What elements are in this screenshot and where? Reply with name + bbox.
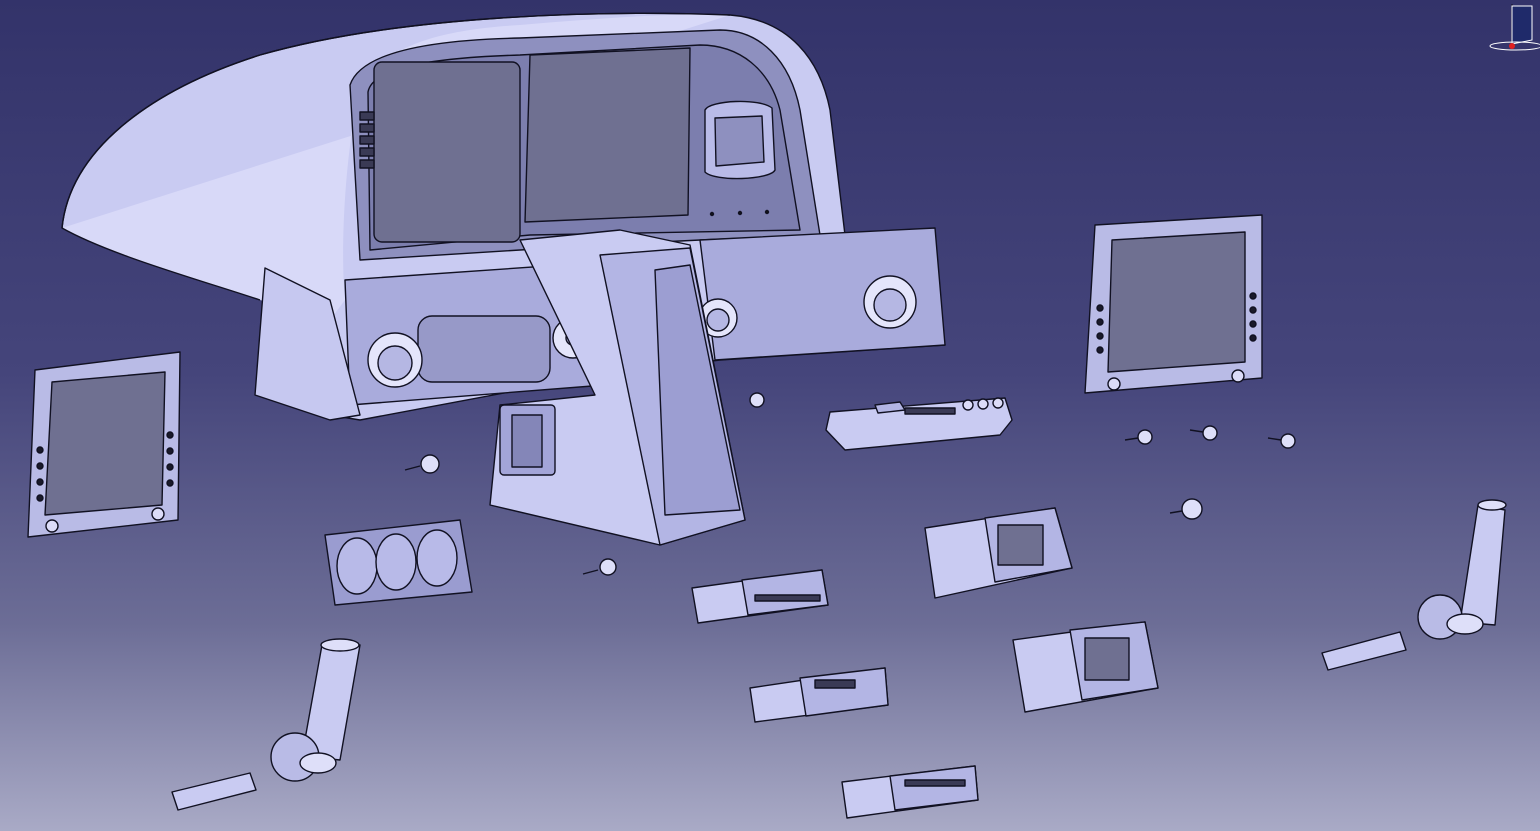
transponder[interactable] (691, 569, 829, 624)
standby-gauge-cluster[interactable] (324, 519, 473, 606)
right-stick-base[interactable] (1321, 631, 1407, 671)
air-vent-far-right (863, 275, 917, 329)
audio-panel[interactable] (825, 397, 1013, 451)
gps-nav-lower[interactable] (1012, 621, 1159, 713)
fasteners[interactable] (404, 392, 1296, 576)
compass-origin-marker (1509, 43, 1515, 49)
screw (1267, 433, 1296, 449)
vent-louvres (359, 111, 375, 169)
screw (1169, 498, 1203, 520)
com-radio[interactable] (749, 667, 889, 723)
screw (582, 558, 617, 576)
right-display-unit[interactable] (1084, 214, 1263, 394)
screw (749, 392, 765, 408)
left-sidestick[interactable] (270, 638, 361, 782)
instrument-panel[interactable] (254, 29, 946, 421)
right-sidestick[interactable] (1417, 499, 1507, 640)
panel-display-left (373, 61, 521, 243)
screw (404, 454, 440, 474)
left-display-unit[interactable] (27, 351, 181, 538)
air-vent-left (367, 332, 423, 388)
panel-display-right (524, 47, 691, 223)
screw (1189, 425, 1218, 441)
nav-radio[interactable] (841, 765, 979, 819)
gps-nav-upper[interactable] (924, 507, 1073, 599)
left-stick-base[interactable] (171, 772, 257, 811)
center-console[interactable] (489, 229, 746, 546)
axis-compass-icon[interactable] (1480, 0, 1540, 60)
screw (1124, 429, 1153, 445)
